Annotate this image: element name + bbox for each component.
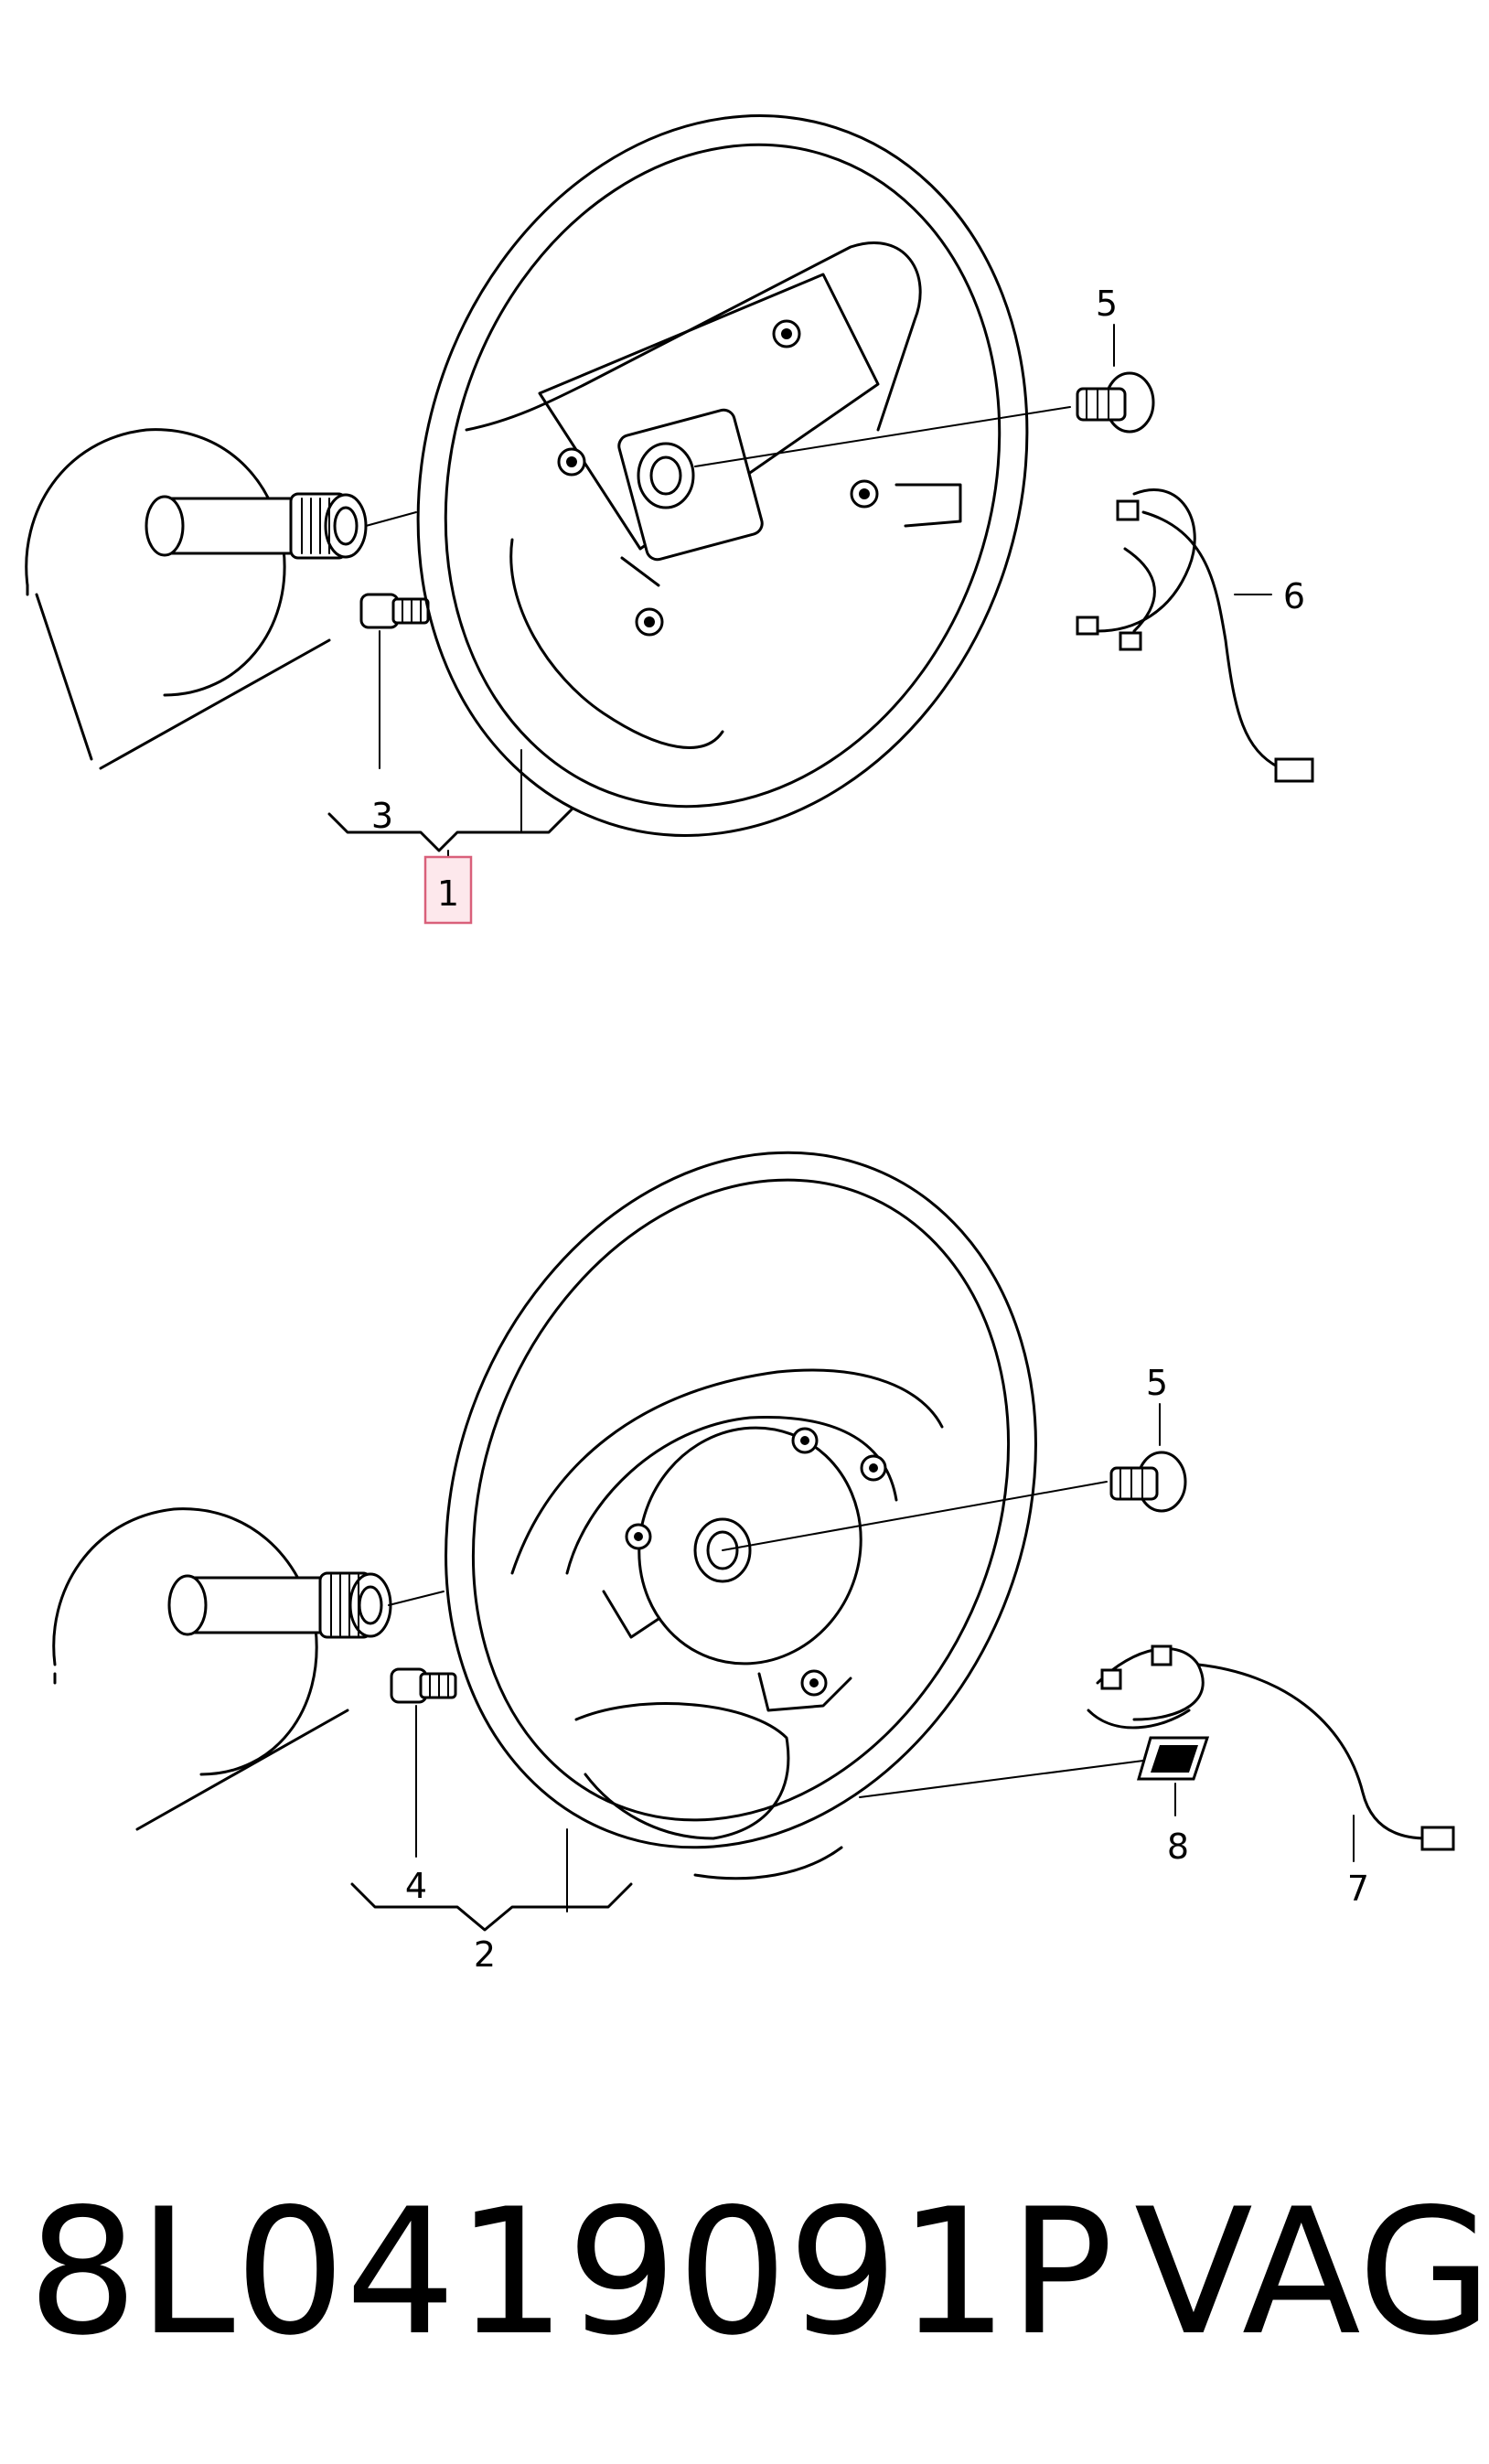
bottom-steering-wheel — [445, 1151, 1037, 1912]
top-steering-wheel — [416, 114, 1029, 837]
top-assembly-callout: 1 — [437, 873, 459, 914]
top-plug-leader — [694, 406, 1071, 467]
top-assembly-callout-box — [423, 855, 473, 925]
bottom-module — [1137, 1736, 1210, 1816]
bottom-bolt-callout: 4 — [405, 1866, 427, 1906]
top-wiring-harness — [1076, 487, 1314, 783]
top-steering-column — [25, 428, 417, 770]
bottom-bolt — [390, 1667, 457, 1858]
bottom-module-leader — [859, 1760, 1144, 1798]
bottom-module-callout: 8 — [1167, 1827, 1189, 1867]
top-assembly: 1 3 5 6 — [25, 114, 1314, 925]
bottom-plug-leader — [722, 1481, 1108, 1551]
top-bracket — [327, 808, 573, 852]
bottom-steering-column — [52, 1507, 445, 1831]
bottom-plug-callout: 5 — [1146, 1363, 1168, 1403]
footer: 8L0419091P VAG — [27, 2171, 1489, 2373]
bottom-assembly-callout: 2 — [474, 1934, 496, 1975]
top-steering-plug — [1076, 324, 1155, 434]
bottom-steering-plug — [1109, 1403, 1187, 1513]
bottom-wiring-harness — [1087, 1644, 1455, 1862]
brand-name: VAG — [1134, 2171, 1489, 2373]
bottom-bracket — [350, 1882, 633, 1932]
top-bolt — [359, 593, 430, 769]
bottom-assembly: 2 4 5 7 8 — [52, 1151, 1455, 1975]
top-harness-callout: 6 — [1283, 576, 1305, 616]
part-number: 8L0419091P — [27, 2171, 1114, 2373]
bottom-harness-callout: 7 — [1347, 1869, 1369, 1909]
top-bolt-callout: 3 — [371, 796, 393, 836]
top-plug-callout: 5 — [1096, 284, 1118, 324]
